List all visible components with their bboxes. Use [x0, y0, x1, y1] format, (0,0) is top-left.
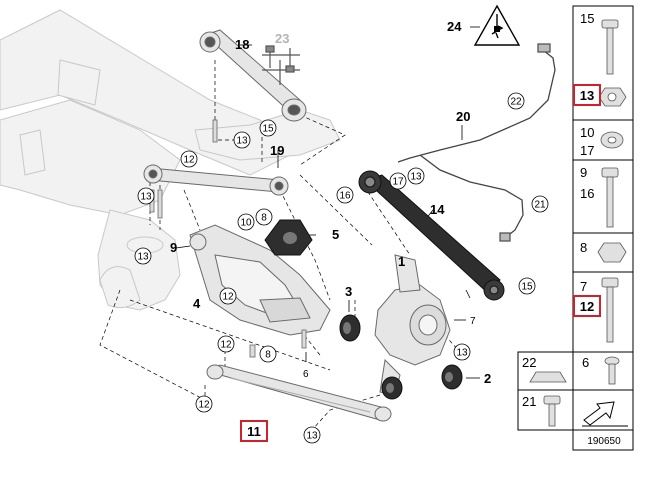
circle-13-b: 13	[140, 192, 152, 203]
circle-12-d: 12	[198, 400, 210, 411]
label-6: 6	[303, 369, 309, 380]
label-23: 23	[275, 31, 289, 46]
legend-7: 7	[580, 279, 587, 294]
box-13-text: 13	[580, 88, 594, 103]
box-11-text: 11	[247, 424, 261, 439]
label-14: 14	[430, 202, 445, 217]
part-4-wishbone	[189, 224, 331, 336]
part-14-toe-link	[358, 170, 505, 301]
leader-lines-dashed	[99, 60, 461, 431]
label-3: 3	[345, 284, 352, 299]
label-7: 7	[470, 316, 476, 327]
label-5: 5	[332, 227, 339, 242]
circle-16: 16	[339, 191, 351, 202]
part-23-bracket	[262, 45, 300, 85]
part-2-bush	[441, 364, 463, 390]
legend-icons	[529, 19, 627, 427]
legend-box-13: 13	[573, 84, 601, 106]
legend-6: 6	[582, 355, 589, 370]
legend-16: 16	[580, 186, 594, 201]
label-24: 24	[447, 19, 462, 34]
legend-8: 8	[580, 240, 587, 255]
label-9: 9	[170, 240, 177, 255]
circled-label-text: 13 15 12 13 10 8 13 22 17 13 16 21 15 12…	[137, 97, 546, 442]
label-4: 4	[193, 296, 201, 311]
legend-9: 9	[580, 165, 587, 180]
part-3-bushing	[339, 314, 361, 342]
circle-13-e: 13	[456, 348, 468, 359]
rear-subframe-ghost	[0, 9, 341, 311]
label-1: 1	[398, 254, 405, 269]
arrow-icon-box	[572, 389, 634, 431]
circle-15-b: 15	[521, 282, 533, 293]
part-20-sensor-cable	[397, 43, 556, 242]
legend-22: 22	[522, 355, 536, 370]
circle-13-f: 13	[306, 431, 318, 442]
part-18-control-arm	[199, 29, 307, 122]
circle-13-c: 13	[137, 252, 149, 263]
part-1-wheel-carrier	[374, 254, 451, 396]
part-5-mount	[264, 219, 313, 256]
legend-box-12: 12	[573, 295, 601, 317]
part-11-lower-link	[206, 364, 392, 422]
circle-22: 22	[510, 97, 522, 108]
legend-15: 15	[580, 11, 594, 26]
legend-17: 17	[580, 143, 594, 158]
circle-10: 10	[240, 218, 252, 229]
part-19-control-arm	[143, 164, 289, 196]
circle-12-c: 12	[220, 340, 232, 351]
hardware-legend	[517, 5, 634, 451]
label-20: 20	[456, 109, 470, 124]
circle-12-b: 12	[222, 292, 234, 303]
circle-13-a: 13	[236, 136, 248, 147]
circle-15-a: 15	[262, 124, 274, 135]
circle-8-b: 8	[265, 350, 271, 361]
circle-17: 17	[392, 177, 404, 188]
legend-21: 21	[522, 394, 536, 409]
box-label-11: 11	[240, 420, 268, 442]
circle-21: 21	[534, 200, 546, 211]
label-19: 19	[270, 143, 284, 158]
label-18: 18	[235, 37, 249, 52]
warning-triangle-icon	[473, 4, 521, 46]
plain-labels: 18 23 24 20 19 14 5 9 1 3 4 7 6 2	[170, 19, 491, 386]
legend-10: 10	[580, 125, 594, 140]
label-2: 2	[484, 371, 491, 386]
circled-labels	[134, 92, 549, 444]
box-12-text: 12	[580, 299, 594, 314]
part-bush-lower	[381, 376, 403, 400]
circle-12-a: 12	[183, 155, 195, 166]
circle-13-d: 13	[410, 172, 422, 183]
circle-8-a: 8	[261, 213, 267, 224]
legend-side-labels: 15 10 17 9 16 8 7 22 6 21	[522, 11, 594, 409]
diagram-number: 190650	[587, 436, 621, 447]
